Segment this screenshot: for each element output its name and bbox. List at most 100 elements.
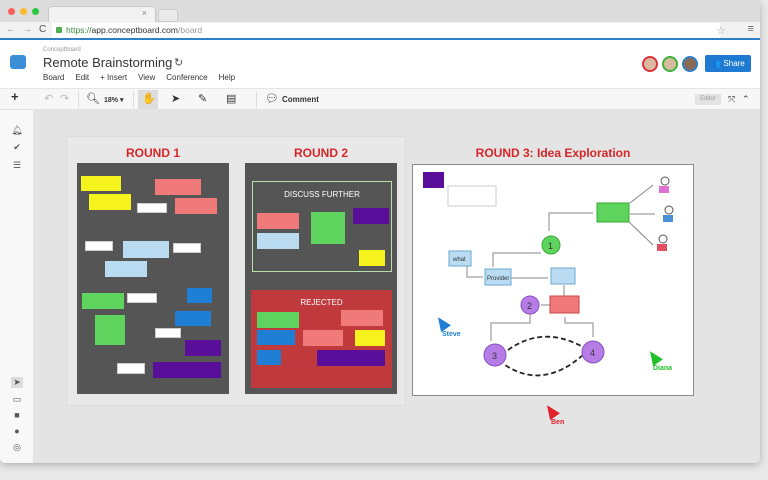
comment-card[interactable]	[85, 241, 113, 251]
sticky-note[interactable]	[257, 233, 299, 249]
cursor-diana: Diana	[645, 347, 673, 372]
comment-card[interactable]	[173, 243, 201, 253]
comment-icon[interactable]: 💬︎	[265, 93, 279, 105]
forward-icon[interactable]: →	[22, 24, 32, 35]
share-button[interactable]: 👥 Share	[705, 55, 751, 72]
menu-edit[interactable]: Edit	[75, 73, 90, 82]
chat-icon[interactable]: ●	[14, 426, 20, 436]
back-icon[interactable]: ←	[6, 24, 16, 35]
url-input[interactable]: https://app.conceptboard.com/board	[52, 23, 720, 38]
presenter-cursor-icon[interactable]: ➤	[11, 377, 23, 388]
editor-badge: Editor	[695, 94, 721, 105]
menu-insert[interactable]: + Insert	[100, 73, 128, 82]
sticky-note[interactable]	[187, 288, 212, 303]
sticky-note[interactable]	[257, 213, 299, 229]
person-icons	[657, 176, 674, 251]
avatar[interactable]	[662, 56, 678, 72]
comment-card[interactable]	[137, 203, 167, 213]
sticky-note[interactable]	[105, 261, 147, 277]
sticky-note[interactable]	[153, 362, 221, 378]
sticky-note[interactable]	[303, 330, 343, 346]
address-bar-row: ← → C https://app.conceptboard.com/board…	[0, 22, 760, 40]
avatar[interactable]	[642, 56, 658, 72]
sticky-note[interactable]	[81, 176, 121, 191]
conceptboard-logo[interactable]	[10, 55, 26, 69]
sticky-note[interactable]	[257, 330, 295, 345]
sticky-note-tool-icon[interactable]: ▤	[226, 93, 237, 105]
compass-icon[interactable]: ◎	[13, 442, 21, 452]
connector	[548, 212, 593, 231]
reload-icon[interactable]: C	[39, 24, 47, 35]
sticky-note[interactable]	[175, 198, 217, 214]
sticky-note[interactable]	[123, 241, 169, 258]
cursor-label: Diana	[653, 365, 673, 372]
brand-name: Conceptboard	[43, 47, 81, 53]
fullscreen-icon[interactable]: ⤧	[728, 94, 736, 104]
zoom-icon[interactable]: 🔍︎	[86, 93, 100, 105]
avatar[interactable]	[682, 56, 698, 72]
minimize-window-button[interactable]	[20, 8, 27, 15]
round2-title: ROUND 2	[293, 146, 348, 160]
menu-view[interactable]: View	[138, 73, 156, 82]
sticky-note[interactable]	[355, 330, 385, 346]
sticky-note[interactable]	[185, 340, 221, 356]
connector	[629, 184, 654, 204]
node-4	[581, 340, 605, 364]
browser-menu-icon[interactable]: ≡	[747, 23, 754, 35]
sticky-note[interactable]	[155, 179, 201, 195]
node-label: 3	[492, 351, 497, 361]
comment-card[interactable]	[117, 363, 145, 374]
node-label: 2	[527, 301, 532, 311]
zoom-level-dropdown[interactable]: 18% ▾	[104, 97, 124, 104]
comment-card[interactable]	[127, 293, 157, 303]
sticky-note[interactable]	[82, 293, 124, 309]
share-label: Share	[723, 59, 745, 68]
sticky-note	[423, 172, 444, 188]
add-icon[interactable]: +	[11, 89, 19, 104]
browser-tab[interactable]: ×	[48, 6, 156, 22]
notifications-icon[interactable]: 🔔︎	[11, 125, 23, 135]
diagram-box	[550, 267, 576, 285]
sticky-note[interactable]	[359, 250, 385, 266]
sticky-note[interactable]	[175, 311, 211, 326]
sticky-note[interactable]	[317, 350, 385, 366]
rejected-zone: REJECTED	[251, 290, 392, 388]
maximize-window-button[interactable]	[32, 8, 39, 15]
select-tool-icon[interactable]: ➤	[171, 93, 181, 105]
tab-bar: ×	[0, 0, 760, 22]
connector	[466, 266, 483, 278]
sticky-note[interactable]	[89, 194, 131, 210]
menu-board[interactable]: Board	[43, 73, 65, 82]
hand-tool-button[interactable]: ✋	[138, 90, 158, 109]
sticky-note[interactable]	[341, 310, 383, 326]
comment-button[interactable]: Comment	[282, 95, 319, 104]
tasks-check-icon[interactable]: ✔	[13, 142, 21, 152]
close-window-button[interactable]	[8, 8, 15, 15]
screen-icon[interactable]: ▭	[12, 394, 22, 404]
sticky-note[interactable]	[257, 312, 299, 328]
comment-card[interactable]	[155, 328, 181, 338]
app-header: Conceptboard Remote Brainstorming ↻ Boar…	[0, 42, 760, 88]
video-icon[interactable]: ■	[14, 410, 20, 420]
sticky-note[interactable]	[311, 212, 345, 244]
sticky-note[interactable]	[95, 315, 125, 345]
close-tab-icon[interactable]: ×	[141, 8, 147, 18]
sticky-note[interactable]	[257, 350, 281, 365]
node-1	[541, 235, 561, 255]
left-sidebar: 🔔︎ ✔ ☰ ➤ ▭ ■ ● ◎	[0, 110, 34, 463]
sticky-note[interactable]	[353, 208, 389, 224]
undo-icon[interactable]: ↶	[44, 93, 54, 105]
list-icon[interactable]: ☰	[12, 160, 22, 170]
connector	[564, 317, 594, 337]
collapse-icon[interactable]: ⌃	[742, 94, 750, 104]
redo-icon[interactable]: ↷	[60, 93, 70, 105]
round3-board[interactable]: what Provider 1 2 3 4	[412, 164, 694, 396]
rejected-label: REJECTED	[300, 298, 343, 307]
pen-tool-icon[interactable]: ✎	[198, 93, 208, 105]
board-title[interactable]: Remote Brainstorming	[43, 55, 173, 70]
menu-conference[interactable]: Conference	[166, 73, 208, 82]
bookmark-star-icon[interactable]: ☆	[716, 25, 726, 37]
menu-help[interactable]: Help	[218, 73, 236, 82]
round1-title: ROUND 1	[125, 146, 180, 160]
new-tab-button[interactable]	[158, 9, 178, 22]
